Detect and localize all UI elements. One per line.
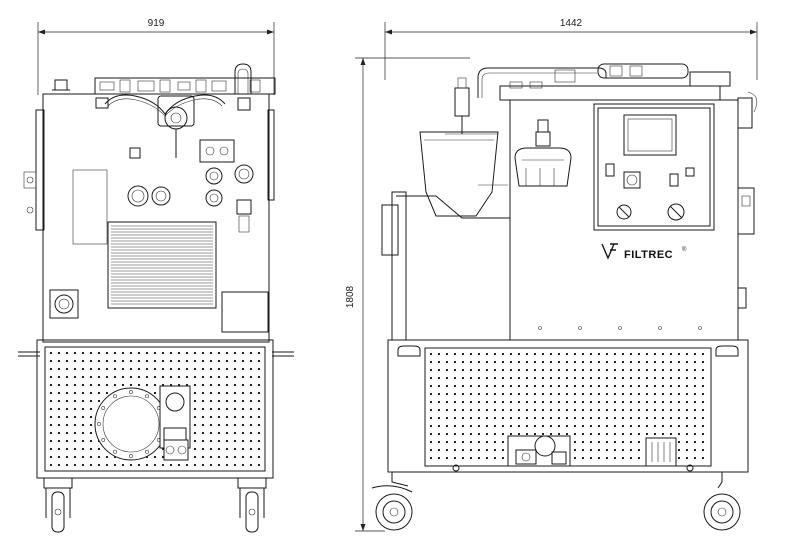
front-top-piping xyxy=(52,63,276,95)
front-right-caster xyxy=(237,477,267,533)
side-base-frame xyxy=(387,339,749,473)
front-view xyxy=(18,63,294,533)
panel-connector xyxy=(623,171,641,189)
brand-registered-mark: ® xyxy=(682,246,687,253)
front-pump xyxy=(159,385,191,449)
front-gauges xyxy=(127,164,254,233)
front-upper-cabinet xyxy=(42,93,270,343)
front-cooler-grille xyxy=(107,221,217,309)
front-right-handle xyxy=(272,351,294,357)
front-label-plate xyxy=(221,291,269,333)
side-right-wheel xyxy=(703,472,741,531)
front-left-caster xyxy=(43,477,73,533)
side-tank xyxy=(381,131,510,341)
front-tank-flange xyxy=(94,387,168,461)
side-pump-group xyxy=(507,435,571,467)
dimension-side-width: 1442 xyxy=(384,18,758,80)
side-left-handle xyxy=(397,345,421,357)
side-tank-leg xyxy=(391,191,407,341)
panel-indicator xyxy=(605,163,615,177)
front-access-panel xyxy=(72,169,108,245)
front-base-frame xyxy=(36,339,274,479)
main-isolator-switch xyxy=(667,203,685,221)
front-power-socket xyxy=(49,289,79,319)
side-right-valve xyxy=(737,97,753,129)
front-left-panel-edge xyxy=(35,109,45,231)
hmi-display xyxy=(623,114,677,156)
front-small-box xyxy=(129,147,141,159)
front-bracket xyxy=(199,139,235,163)
side-filter-housing xyxy=(514,119,572,187)
side-top-piping xyxy=(454,63,731,134)
side-view: FILTREC ® xyxy=(371,63,758,531)
side-control-panel xyxy=(593,103,715,231)
side-left-wheel xyxy=(371,472,413,531)
filtrec-logo: FILTREC ® xyxy=(601,243,687,261)
front-width-label: 919 xyxy=(148,18,165,29)
side-right-handle xyxy=(715,345,739,357)
panel-selector-switch xyxy=(616,204,632,220)
dimension-front-width: 919 xyxy=(37,18,275,95)
front-left-handle xyxy=(18,351,40,357)
front-perforated-panel xyxy=(44,346,266,472)
brand-name: FILTREC xyxy=(624,249,673,261)
front-right-panel-edge xyxy=(267,109,275,201)
panel-switch xyxy=(669,173,679,187)
dimension-height: 1808 xyxy=(345,57,470,532)
side-width-label: 1442 xyxy=(560,18,583,29)
height-label: 1808 xyxy=(345,285,356,308)
side-terminal-block xyxy=(645,437,677,467)
